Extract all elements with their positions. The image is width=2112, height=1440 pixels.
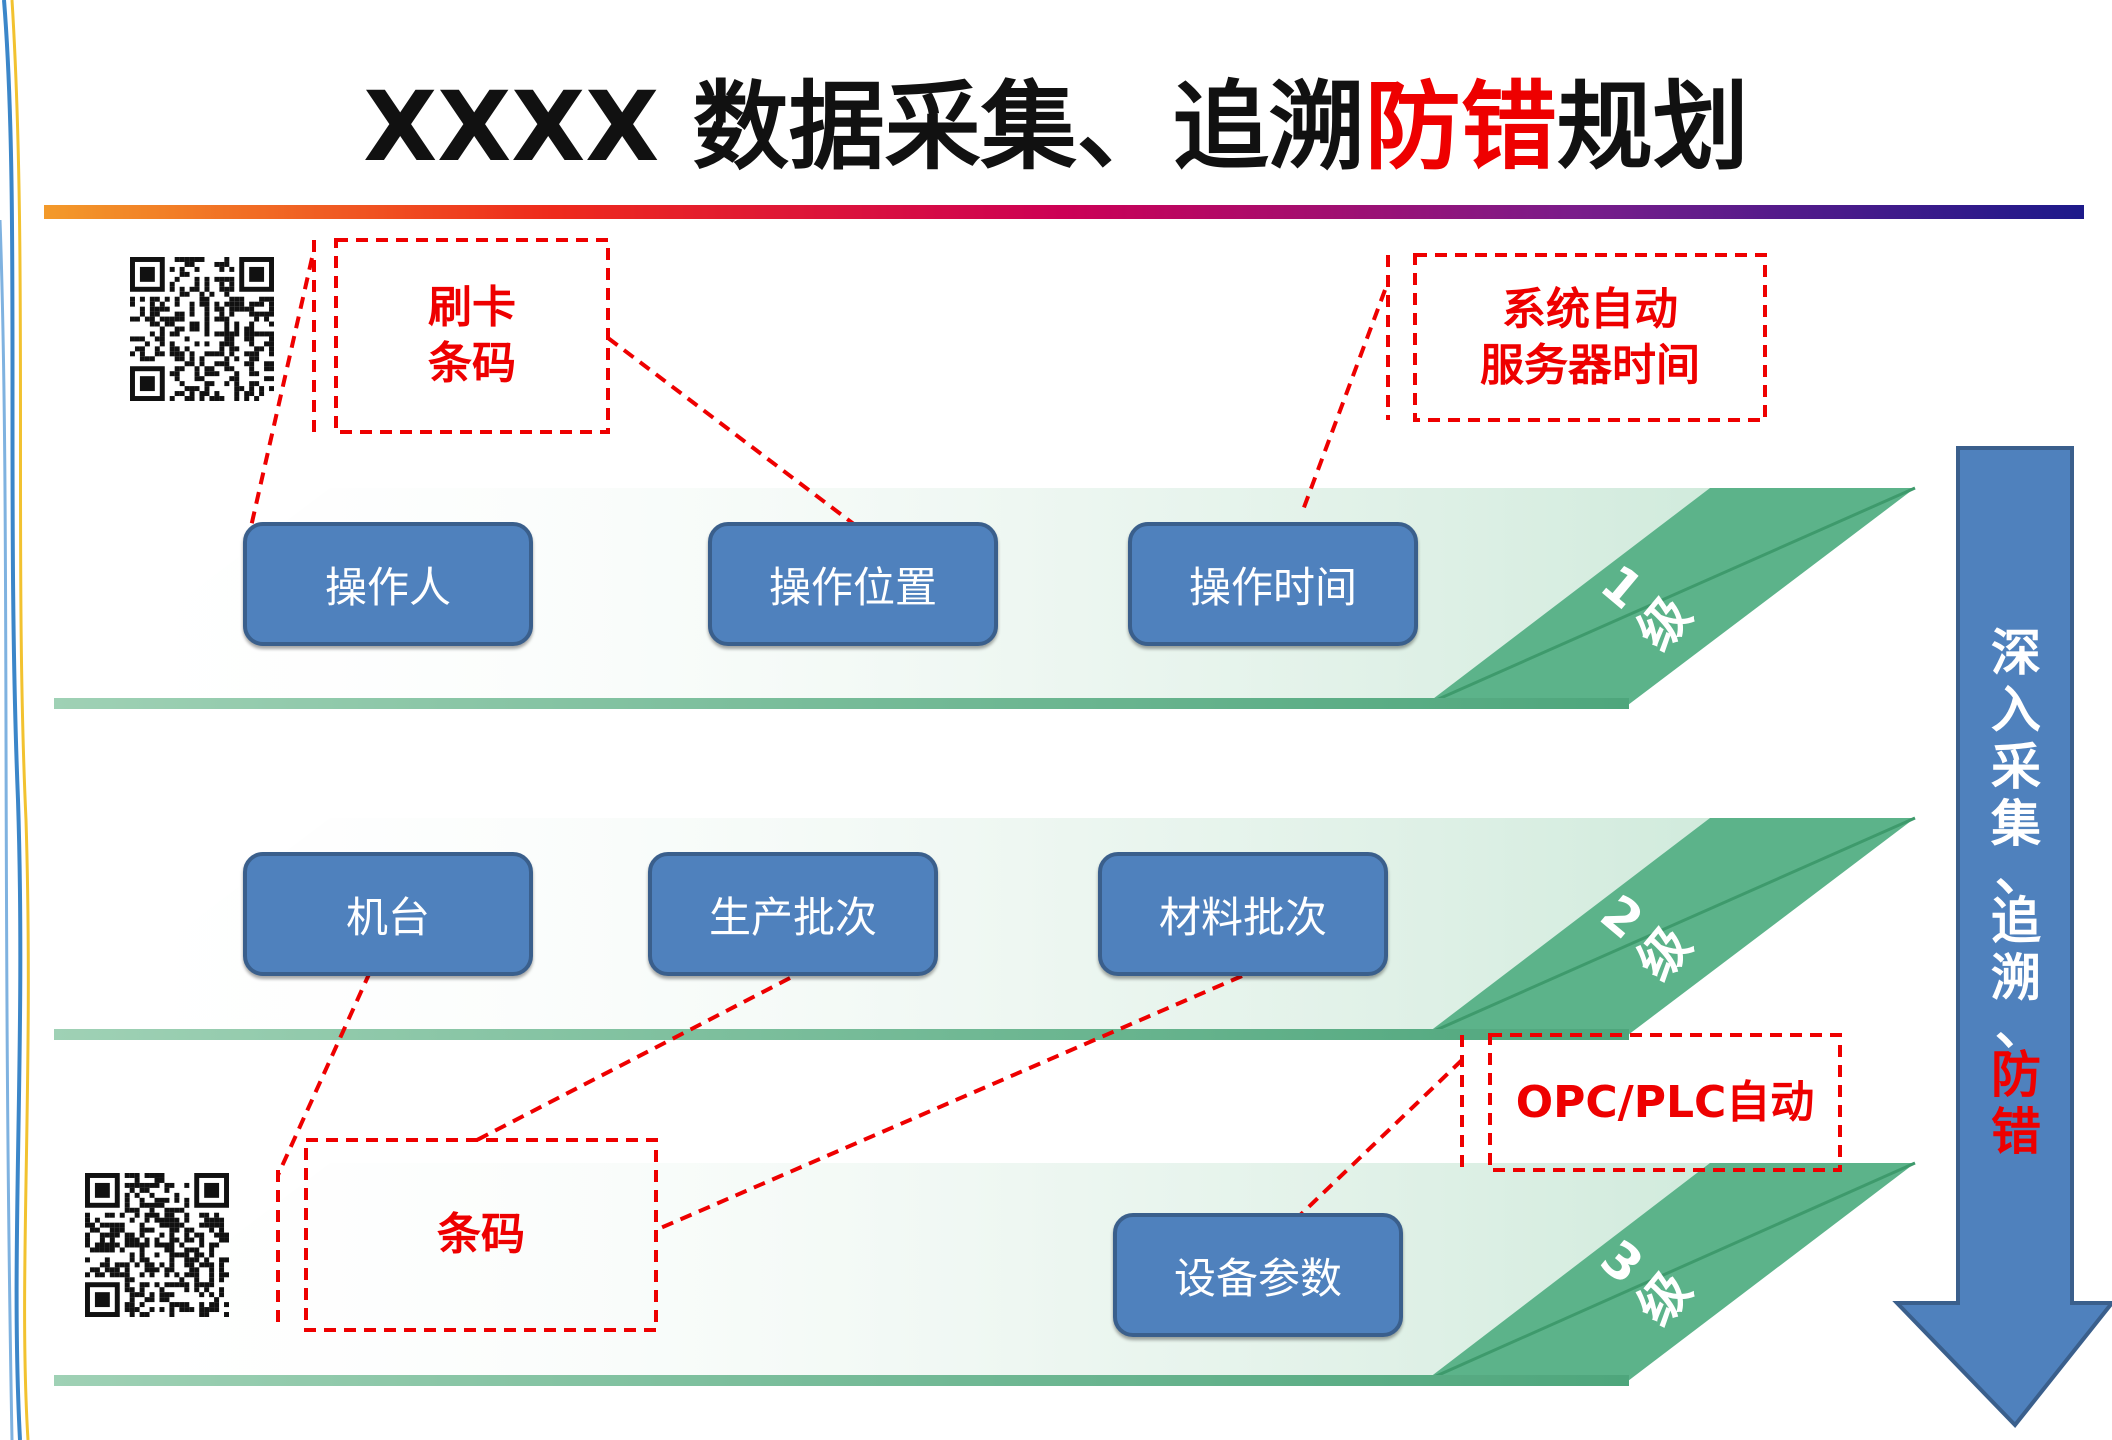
arrow-label-char: 防: [1991, 1046, 2041, 1104]
barcode-note-text: 条码: [437, 1209, 525, 1260]
card-note-box: [334, 238, 610, 434]
node-operation-time[interactable]: 操作时间: [1128, 522, 1418, 646]
level-3-band: [54, 1161, 1916, 1386]
node-production-batch[interactable]: 生产批次: [648, 852, 938, 976]
qr-code-icon: [85, 1173, 229, 1317]
opc-note-text: OPC/PLC自动: [1515, 1076, 1815, 1128]
system-note-line2: 服务器时间: [1480, 339, 1700, 391]
arrow-label-char: 、: [1995, 844, 2045, 902]
arrow-label-char: 入: [1991, 681, 2041, 739]
opc-note: OPC/PLC自动: [1490, 1035, 1840, 1170]
arrow-label-char: 错: [1991, 1103, 2041, 1161]
connector-lines: [246, 240, 1464, 1330]
node-operation-location[interactable]: 操作位置: [708, 522, 998, 646]
node-machine[interactable]: 机台: [243, 852, 533, 976]
node-operator[interactable]: 操作人: [243, 522, 533, 646]
arrow-label-char: 溯: [1991, 949, 2041, 1007]
title-part-black-end: 规划: [1556, 71, 1749, 183]
title-underline: [44, 205, 2084, 219]
card-note-line1: 刷卡: [428, 282, 516, 333]
card-note-line2: 条码: [428, 338, 516, 389]
arrow-label-char: 集: [1991, 795, 2041, 853]
qr-code-icon: [130, 257, 274, 401]
arrow-label-char: 采: [1991, 738, 2041, 796]
title-part-black: XXXX 数据采集、追溯: [363, 71, 1365, 183]
left-edge-decoration: [0, 0, 30, 1440]
down-arrow: [1892, 446, 2112, 1429]
system-note-box: [1413, 253, 1767, 422]
page-title: XXXX 数据采集、追溯防错规划: [0, 62, 2112, 192]
arrow-label: 深入采集、追溯、防错: [1960, 625, 2072, 1161]
arrow-label-char: 、: [1995, 998, 2045, 1056]
arrow-label-char: 深: [1991, 624, 2041, 682]
system-note: 系统自动 服务器时间: [1415, 255, 1765, 420]
title-part-red: 防错: [1364, 71, 1557, 183]
opc-note-box: [1488, 1033, 1842, 1172]
system-note-line1: 系统自动: [1502, 283, 1678, 335]
node-material-batch[interactable]: 材料批次: [1098, 852, 1388, 976]
arrow-label-char: 追: [1991, 892, 2041, 950]
barcode-note-box: [304, 1138, 658, 1332]
node-equipment-parameters[interactable]: 设备参数: [1113, 1213, 1403, 1337]
barcode-note: 条码: [306, 1140, 656, 1330]
card-note: 刷卡 条码: [336, 240, 608, 432]
